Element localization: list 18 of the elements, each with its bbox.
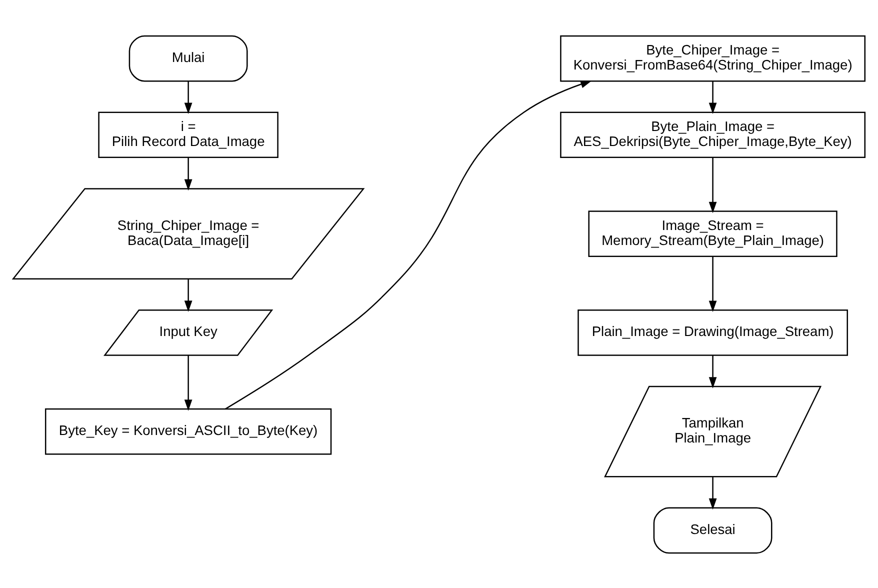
node-box: Byte_Plain_Image = AES_Dekripsi(Byte_Chiper_Image,Byte_Key): [560, 111, 866, 158]
arrow: [708, 476, 717, 510]
arrow: [708, 157, 717, 213]
node-box: Plain_Image = Drawing(Image_Stream): [578, 309, 848, 356]
arrow: [708, 256, 717, 312]
node-box: Byte_Key = Konversi_ASCII_to_Byte(Key): [44, 408, 332, 454]
arrow: [184, 157, 192, 190]
arrow: [184, 80, 192, 114]
node-box: i = Pilih Record Data_Image: [98, 111, 278, 158]
arrow: [184, 278, 192, 312]
arrow: [184, 354, 192, 410]
node-box: Image_Stream = Memory_Stream(Byte_Plain_Image): [588, 210, 838, 256]
node-box: Selesai: [653, 506, 772, 554]
arrow: [708, 80, 717, 114]
node-box: Mulai: [128, 34, 248, 82]
arrow: [225, 80, 592, 409]
arrow: [708, 354, 717, 388]
node-box: Byte_Chiper_Image = Konversi_FromBase64(String_Chiper_Image): [560, 34, 866, 82]
